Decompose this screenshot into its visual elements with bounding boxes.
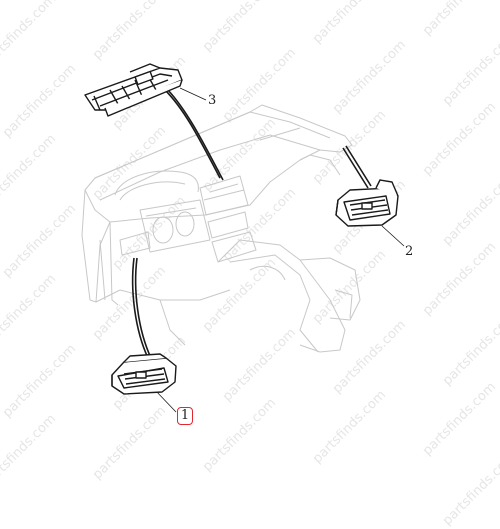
callout-leaders [154, 87, 405, 413]
dashboard-outline [81, 104, 361, 353]
callout-2-label[interactable]: 2 [405, 244, 414, 259]
part-3-center-air-vent [84, 63, 183, 117]
part-2-side-air-vent [335, 179, 399, 227]
callout-3-label[interactable]: 3 [208, 93, 217, 108]
callout-1-label[interactable]: 1 [177, 407, 193, 425]
leader-lines [131, 89, 372, 359]
part-1-side-air-vent [111, 353, 177, 395]
diagram-drawing [81, 63, 405, 413]
